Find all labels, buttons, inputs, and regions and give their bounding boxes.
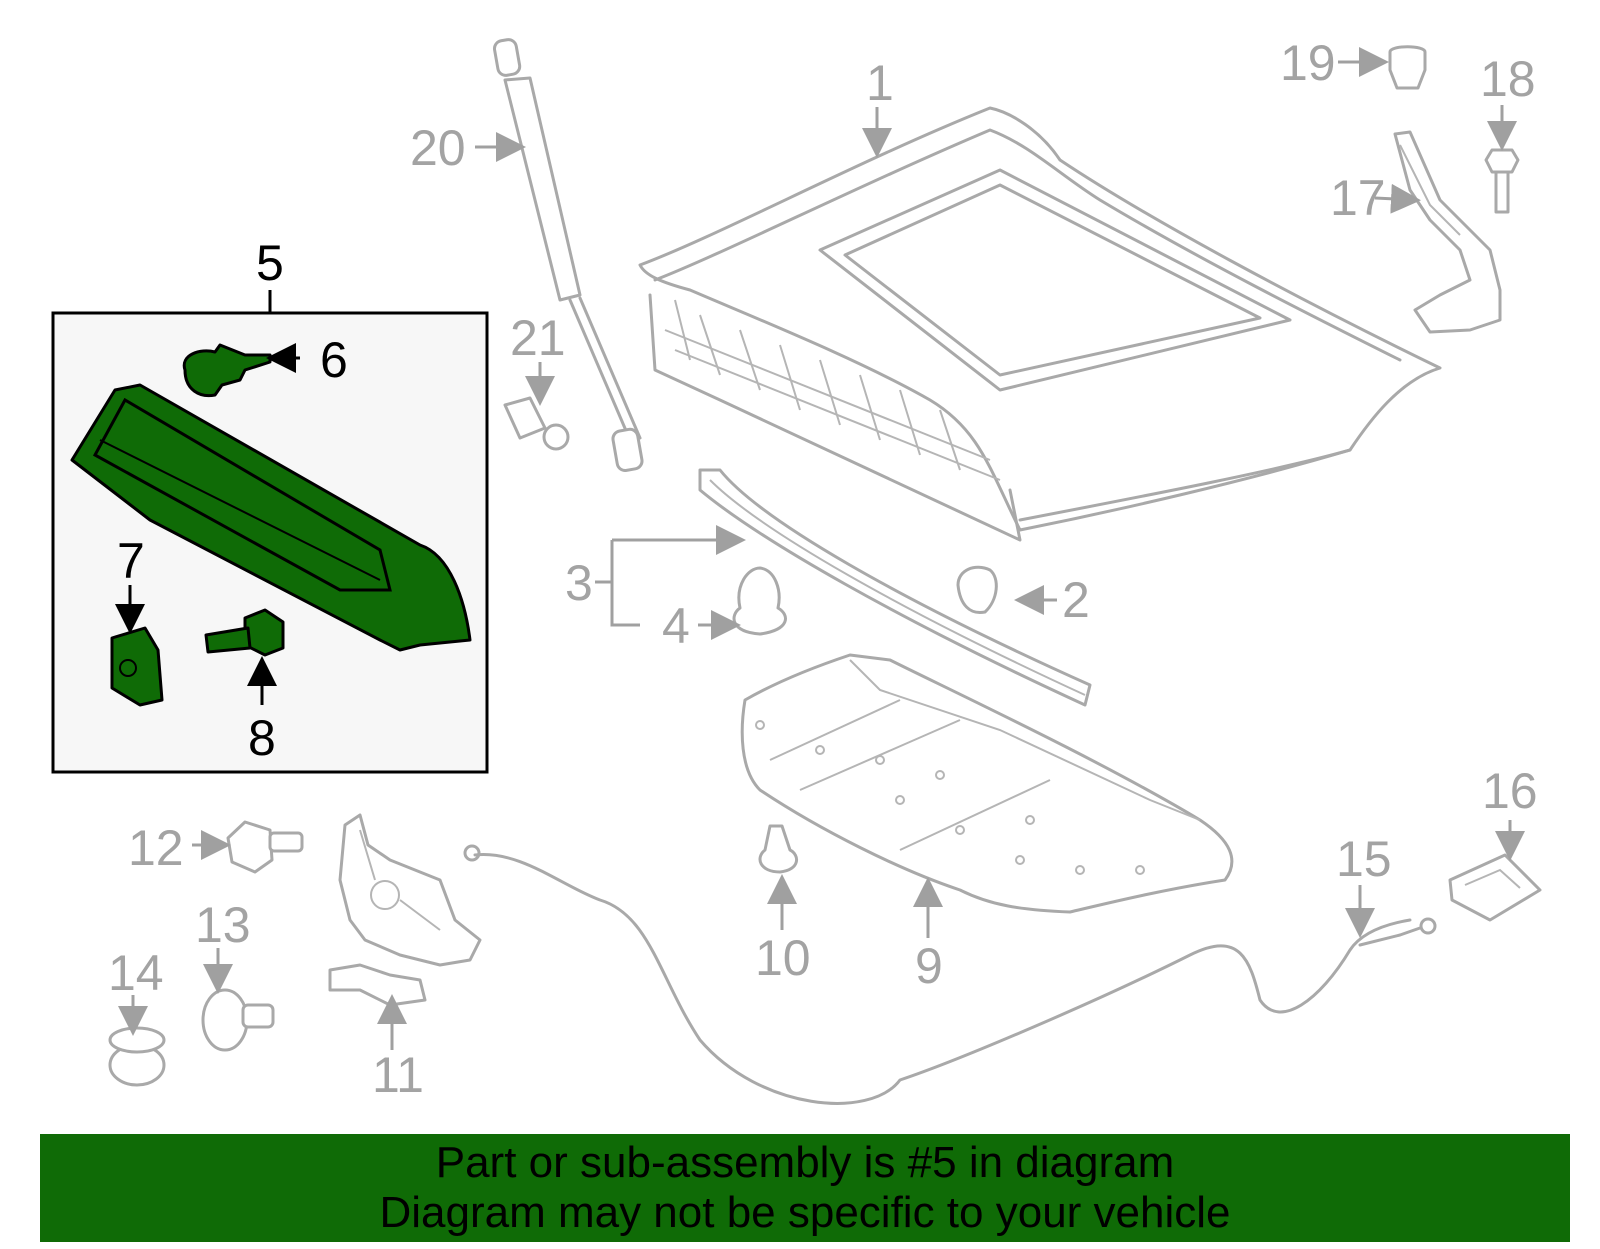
hood-scoop-part-5 [70, 383, 472, 652]
clip-4 [732, 566, 787, 636]
callout-arrows [115, 47, 1525, 1050]
callout-14: 14 [108, 945, 164, 1001]
callout-18: 18 [1480, 51, 1536, 107]
callout-2: 2 [1062, 572, 1090, 628]
clip-10 [758, 824, 798, 874]
callout-4: 4 [662, 598, 690, 654]
hood-insulator [740, 653, 1234, 914]
hood-hinge [1393, 130, 1502, 334]
hinge-bolt [1484, 148, 1520, 214]
callout-8: 8 [248, 710, 276, 766]
callout-5: 5 [256, 235, 284, 291]
bolt-13 [201, 988, 275, 1052]
callout-15: 15 [1336, 831, 1392, 887]
hood-seal [698, 468, 1092, 707]
callout-3: 3 [565, 555, 593, 611]
callout-16: 16 [1482, 763, 1538, 819]
info-banner: Part or sub-assembly is #5 in diagram Di… [40, 1134, 1570, 1242]
hood-panel [638, 106, 1442, 542]
callout-11: 11 [372, 1047, 424, 1103]
callout-17: 17 [1330, 170, 1386, 226]
callout-7: 7 [117, 533, 145, 589]
callout-19: 19 [1280, 35, 1336, 91]
cap-19 [1388, 45, 1427, 90]
hood-switch [1448, 853, 1542, 922]
bumper-2 [956, 565, 998, 615]
release-cable [463, 844, 1437, 1105]
banner-line-1: Part or sub-assembly is #5 in diagram [435, 1138, 1175, 1187]
subassembly-box [51, 290, 489, 774]
plug-14 [108, 1026, 166, 1087]
banner-line-2: Diagram may not be specific to your vehi… [379, 1188, 1231, 1237]
callout-9: 9 [915, 938, 943, 994]
callout-13: 13 [195, 897, 251, 953]
bolt-12 [226, 820, 304, 874]
callout-1: 1 [866, 55, 894, 111]
ball-stud [503, 396, 570, 451]
callout-10: 10 [755, 930, 811, 986]
callout-12: 12 [128, 820, 184, 876]
callout-21: 21 [510, 310, 566, 366]
callout-6: 6 [320, 332, 348, 388]
callout-labels: 1 2 3 4 5 6 7 8 9 10 11 12 13 14 15 16 1… [108, 35, 1538, 1103]
hood-latch [328, 813, 482, 1007]
callout-20: 20 [410, 120, 466, 176]
